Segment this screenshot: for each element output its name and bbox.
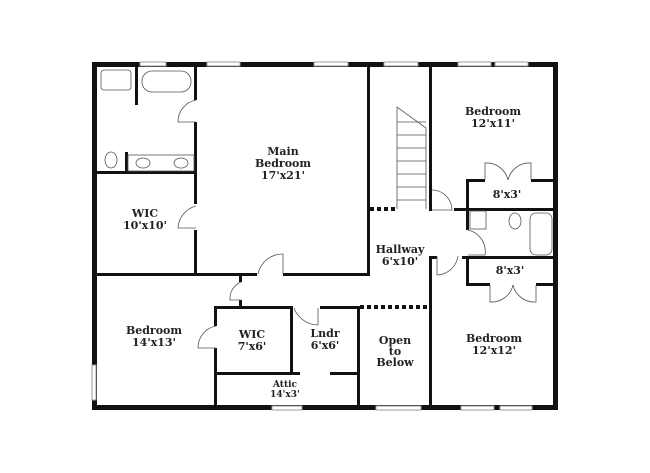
open-below-label: to bbox=[389, 345, 401, 358]
vanity-icon bbox=[127, 154, 195, 172]
walls bbox=[92, 62, 558, 410]
open-below-label: Open bbox=[379, 334, 411, 347]
shower-icon bbox=[100, 69, 132, 91]
main-bedroom-label: Main bbox=[267, 145, 298, 158]
bedroom-ne-size: 12'x11' bbox=[471, 117, 515, 130]
attic-label: Attic bbox=[272, 380, 298, 390]
closet-se-size: 8'x3' bbox=[496, 264, 525, 277]
main-bedroom-label: Bedroom bbox=[255, 157, 311, 170]
closet-ne-size: 8'x3' bbox=[493, 188, 522, 201]
bathtub-icon bbox=[529, 212, 553, 256]
main-bedroom-size: 17'x21' bbox=[261, 169, 305, 182]
hallway-size: 6'x10' bbox=[382, 255, 418, 268]
doors bbox=[177, 99, 537, 349]
windows bbox=[91, 61, 533, 411]
wic-sw-label: WIC bbox=[238, 328, 265, 341]
room-labels: Main Bedroom 17'x21' WIC 10'x10' Bedroom… bbox=[123, 105, 524, 400]
wic-main-label: WIC bbox=[131, 207, 158, 220]
laundry-label: Lndr bbox=[310, 327, 339, 340]
stairs bbox=[396, 106, 427, 209]
bedroom-sw-size: 14'x13' bbox=[132, 336, 176, 349]
bedroom-se-size: 12'x12' bbox=[472, 344, 516, 357]
bedroom-se-label: Bedroom bbox=[466, 332, 522, 345]
toilet-icon bbox=[508, 212, 522, 230]
attic-size: 14'x3' bbox=[270, 390, 300, 400]
bedroom-sw-label: Bedroom bbox=[126, 324, 182, 337]
open-below-label: Below bbox=[376, 356, 414, 369]
fixtures bbox=[100, 69, 553, 349]
laundry-size: 6'x6' bbox=[311, 339, 340, 352]
bathtub-icon bbox=[141, 70, 192, 93]
sink-icon bbox=[135, 157, 151, 169]
hallway-label: Hallway bbox=[376, 243, 425, 256]
sink-icon bbox=[469, 210, 487, 230]
toilet-icon bbox=[104, 151, 118, 169]
bedroom-ne-label: Bedroom bbox=[465, 105, 521, 118]
sink-icon bbox=[173, 157, 189, 169]
wic-main-size: 10'x10' bbox=[123, 219, 167, 232]
wic-sw-size: 7'x6' bbox=[238, 340, 267, 353]
